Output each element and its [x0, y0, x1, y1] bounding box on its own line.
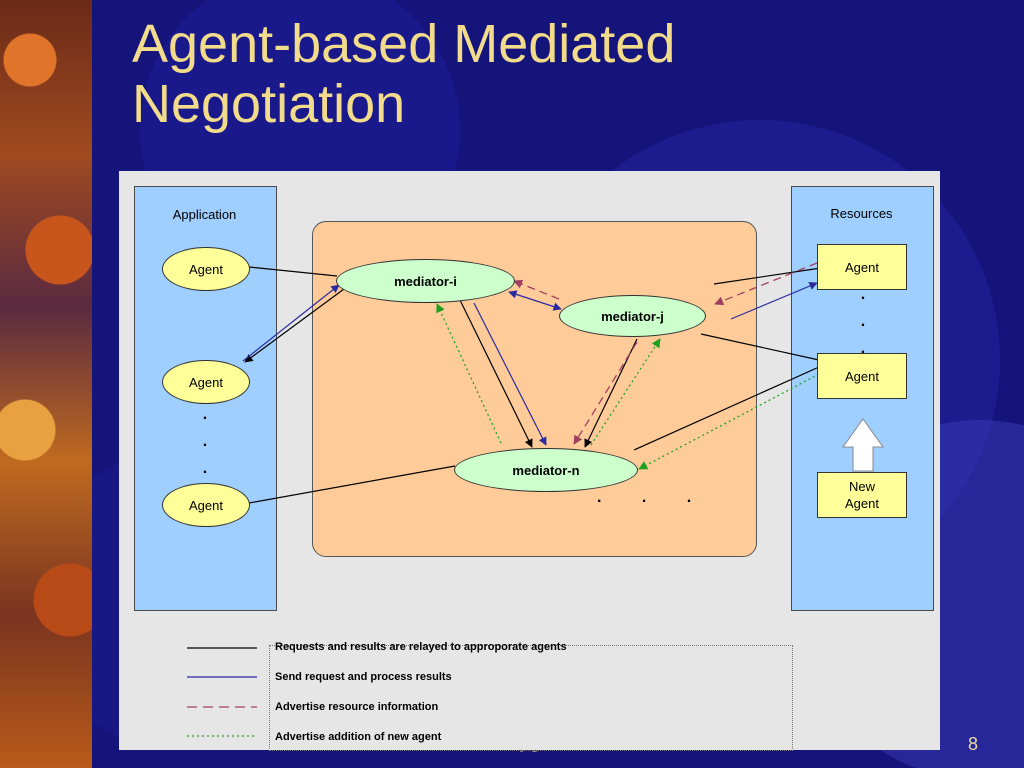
- legend-item-relayed: Requests and results are relayed to appr…: [275, 641, 567, 653]
- slide-title: Agent-based Mediated Negotiation: [132, 14, 892, 134]
- new-agent-line-1: New: [848, 479, 875, 494]
- application-label: Application: [172, 207, 237, 222]
- resource-agent-2: Agent: [817, 353, 907, 399]
- slide-number: 8: [967, 734, 978, 754]
- mediator-i: mediator-i: [336, 259, 515, 303]
- legend-item-advertise-new-agent: Advertise addition of new agent: [275, 731, 442, 743]
- resources-label: Resources: [830, 206, 893, 221]
- connection-lines: [187, 262, 884, 737]
- mediators-ellipsis: . . .: [597, 489, 710, 506]
- resource-agents-ellipsis: ...: [860, 286, 866, 357]
- up-arrow-icon: [842, 418, 884, 472]
- title-line-1: Agent-based Mediated: [132, 14, 676, 74]
- mediator-j: mediator-j: [559, 295, 706, 337]
- legend-item-advertise-resource: Advertise resource information: [275, 701, 439, 713]
- new-agent-line-2: Agent: [845, 496, 879, 511]
- decorative-side-strip: [0, 0, 92, 768]
- app-agent-1: Agent: [162, 247, 250, 291]
- app-agent-3: Agent: [162, 483, 250, 527]
- app-agents-ellipsis: ...: [202, 406, 208, 477]
- legend: [269, 645, 793, 751]
- new-agent: New Agent: [817, 472, 907, 518]
- app-agent-2: Agent: [162, 360, 250, 404]
- diagram-panel: Application Resources: [119, 171, 940, 751]
- resource-agent-1: Agent: [817, 244, 907, 290]
- legend-item-send-request: Send request and process results: [275, 671, 452, 683]
- title-line-2: Negotiation: [132, 74, 406, 134]
- mediator-n: mediator-n: [454, 448, 638, 492]
